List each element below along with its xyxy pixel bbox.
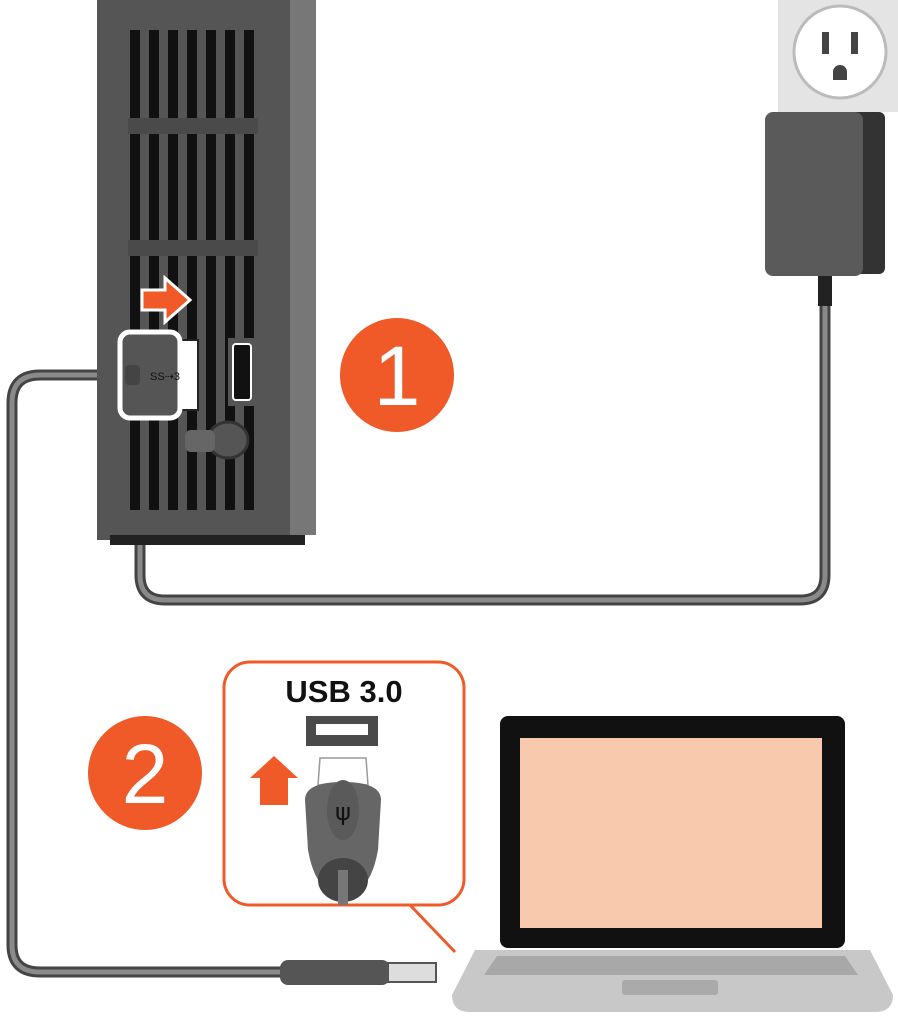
- drive-vents: [130, 30, 254, 510]
- wall-outlet: [778, 0, 898, 112]
- step-1-badge: 1: [340, 318, 454, 432]
- laptop-screen: [520, 738, 822, 928]
- plug-marking: SS⇢3: [150, 371, 180, 383]
- usb-label: USB 3.0: [285, 674, 402, 709]
- laptop: [452, 716, 893, 1012]
- usb-cable: [6, 369, 290, 978]
- trackpad: [622, 980, 718, 995]
- keyboard: [484, 956, 858, 975]
- step-2-badge: 2: [88, 716, 202, 830]
- power-adapter: [765, 112, 885, 306]
- arrow-right-icon: [140, 274, 193, 326]
- svg-text:1: 1: [374, 329, 421, 423]
- usb-a-plug: [280, 960, 437, 985]
- external-drive: [97, 0, 316, 545]
- usb-callout: USB 3.0 ψ: [222, 660, 466, 954]
- arrow-up-icon: [250, 756, 298, 805]
- usb-micro-b-plug: SS⇢3: [117, 329, 199, 421]
- svg-text:2: 2: [122, 727, 169, 821]
- usb-port-drive: [232, 343, 252, 401]
- usb-trident-icon: ψ: [335, 798, 351, 826]
